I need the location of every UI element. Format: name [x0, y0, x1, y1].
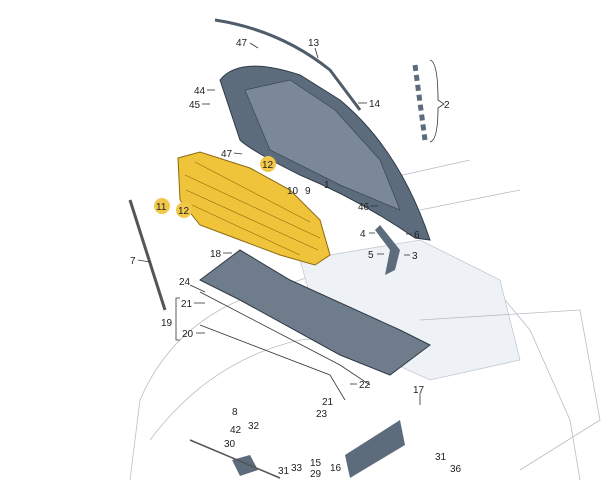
callout[interactable]: 42: [230, 425, 242, 436]
callout[interactable]: 3: [412, 251, 418, 262]
callout[interactable]: 19: [161, 318, 173, 329]
callout[interactable]: 20: [182, 329, 194, 340]
lock-assembly: [232, 455, 258, 476]
leader-lines: [137, 42, 421, 405]
bonnet-insulation: [177, 151, 331, 266]
callout[interactable]: 22: [359, 380, 371, 391]
callout[interactable]: 15: [310, 458, 322, 469]
callout[interactable]: 31: [435, 452, 447, 463]
callout[interactable]: 7: [130, 256, 136, 267]
highlight-marker: [176, 202, 192, 218]
callout[interactable]: 33: [291, 463, 303, 474]
seal-strip: [214, 18, 362, 111]
side-trim: [345, 420, 405, 478]
callout[interactable]: 17: [413, 385, 425, 396]
callout[interactable]: 10: [287, 186, 299, 197]
callout[interactable]: 13: [308, 38, 320, 49]
callout[interactable]: 5: [368, 250, 374, 261]
callout[interactable]: 23: [316, 409, 328, 420]
callout[interactable]: 47: [221, 149, 233, 160]
callout[interactable]: 21: [181, 299, 193, 310]
callout[interactable]: 44: [194, 86, 206, 97]
bolt-set: [412, 64, 428, 141]
callout[interactable]: 46: [358, 202, 370, 213]
hinge: [375, 225, 400, 275]
callout[interactable]: 21: [322, 397, 334, 408]
gas-strut: [128, 199, 167, 311]
callout[interactable]: 12: [178, 206, 190, 217]
callout[interactable]: 6: [414, 230, 420, 241]
callout[interactable]: 47: [236, 38, 248, 49]
callout[interactable]: 30: [224, 439, 236, 450]
callout[interactable]: 24: [179, 277, 191, 288]
callout[interactable]: 18: [210, 249, 222, 260]
callout[interactable]: 29: [310, 469, 322, 480]
callout[interactable]: 11: [156, 202, 167, 213]
callout[interactable]: 9: [305, 186, 311, 197]
callout[interactable]: 12: [262, 160, 274, 171]
highlight-marker: [154, 198, 170, 214]
callout[interactable]: 2: [444, 100, 450, 111]
callout[interactable]: 36: [450, 464, 462, 475]
callout[interactable]: 32: [248, 421, 260, 432]
callout[interactable]: 1: [324, 180, 330, 191]
callout[interactable]: 4: [360, 229, 366, 240]
callouts: 47 13 44 45 14 2 47 12 10 9 1 11 12 46 4…: [130, 38, 462, 480]
callout[interactable]: 14: [369, 99, 381, 110]
plenum-panel: [199, 249, 431, 376]
callout[interactable]: 31: [278, 466, 290, 477]
highlight-marker: [260, 156, 276, 172]
callout[interactable]: 16: [330, 463, 342, 474]
callout[interactable]: 45: [189, 100, 201, 111]
callout[interactable]: 8: [232, 407, 238, 418]
